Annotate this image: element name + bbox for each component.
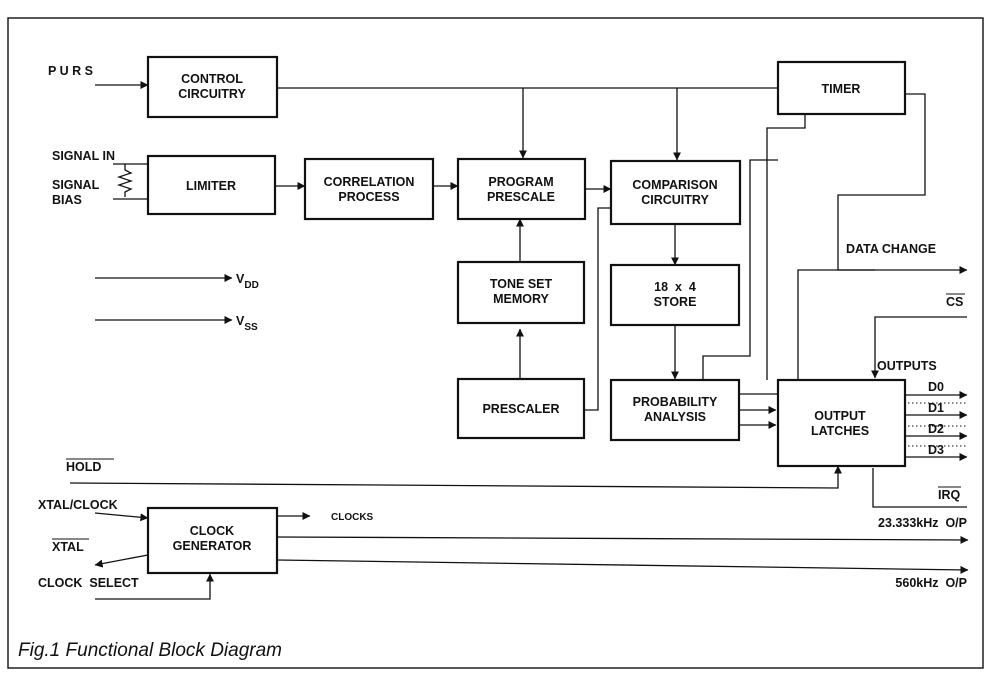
block-label: PRESCALER xyxy=(482,402,559,416)
block-label: PROCESS xyxy=(338,190,399,204)
input-signal-bias-label: BIAS xyxy=(52,193,82,207)
block-label: 18 x 4 xyxy=(654,280,696,294)
block-label: COMPARISON xyxy=(632,178,717,192)
output-xtal-label: XTAL xyxy=(52,540,84,554)
input-signal-bias-label: SIGNAL xyxy=(52,178,100,192)
block-store: 18 x 4 STORE xyxy=(609,263,741,327)
input-purs-label: P U R S xyxy=(48,64,93,78)
output-data-change-label: DATA CHANGE xyxy=(846,242,936,256)
input-cs-label: CS xyxy=(946,295,963,309)
block-label: GENERATOR xyxy=(173,539,252,553)
block-label: CONTROL xyxy=(181,72,243,86)
block-label: LATCHES xyxy=(811,424,869,438)
block-limiter: LIMITER xyxy=(146,154,277,216)
block-comparison-circuitry: COMPARISON CIRCUITRY xyxy=(609,159,742,226)
block-label: TONE SET xyxy=(490,277,553,291)
output-d2-label: D2 xyxy=(928,422,944,436)
block-clock-generator: CLOCK GENERATOR xyxy=(146,506,279,575)
block-label: OUTPUT xyxy=(814,409,866,423)
input-clock-select-label: CLOCK SELECT xyxy=(38,576,139,590)
block-prescaler: PRESCALER xyxy=(456,377,586,440)
block-label: STORE xyxy=(654,295,697,309)
figure-caption: Fig.1 Functional Block Diagram xyxy=(18,640,282,661)
output-d1-label: D1 xyxy=(928,401,944,415)
input-signal-in-label: SIGNAL IN xyxy=(52,149,115,163)
block-label: CIRCUITRY xyxy=(641,193,709,207)
block-label: CLOCK xyxy=(190,524,234,538)
block-program-prescale: PROGRAM PRESCALE xyxy=(456,157,587,221)
block-label: PROBABILITY xyxy=(633,395,718,409)
block-label: LIMITER xyxy=(186,179,236,193)
output-d3-label: D3 xyxy=(928,443,944,457)
output-23khz-label: 23.333kHz O/P xyxy=(878,516,967,530)
output-560khz-label: 560kHz O/P xyxy=(895,576,967,590)
input-hold-label: HOLD xyxy=(66,460,101,474)
block-label: PRESCALE xyxy=(487,190,555,204)
block-label: TIMER xyxy=(822,82,861,96)
diagram-frame xyxy=(7,17,984,669)
outputs-heading: OUTPUTS xyxy=(877,359,937,373)
block-probability-analysis: PROBABILITY ANALYSIS xyxy=(609,378,741,442)
block-label: MEMORY xyxy=(493,292,549,306)
block-timer: TIMER xyxy=(776,60,907,116)
clocks-label: CLOCKS xyxy=(331,512,374,523)
block-label: ANALYSIS xyxy=(644,410,706,424)
supply-vss-label: VSS xyxy=(236,314,258,333)
block-output-latches: OUTPUT LATCHES xyxy=(776,378,907,468)
block-tone-set-memory: TONE SET MEMORY xyxy=(456,260,586,325)
block-correlation-process: CORRELATION PROCESS xyxy=(303,157,435,221)
block-label: CIRCUITRY xyxy=(178,87,246,101)
output-irq-label: IRQ xyxy=(938,488,961,502)
block-control-circuitry: CONTROL CIRCUITRY xyxy=(146,55,279,119)
block-label: PROGRAM xyxy=(488,175,553,189)
block-label: CORRELATION xyxy=(324,175,415,189)
supply-vdd-label: VDD xyxy=(236,272,259,291)
input-xtal-clock-label: XTAL/CLOCK xyxy=(38,498,118,512)
output-d0-label: D0 xyxy=(928,380,944,394)
